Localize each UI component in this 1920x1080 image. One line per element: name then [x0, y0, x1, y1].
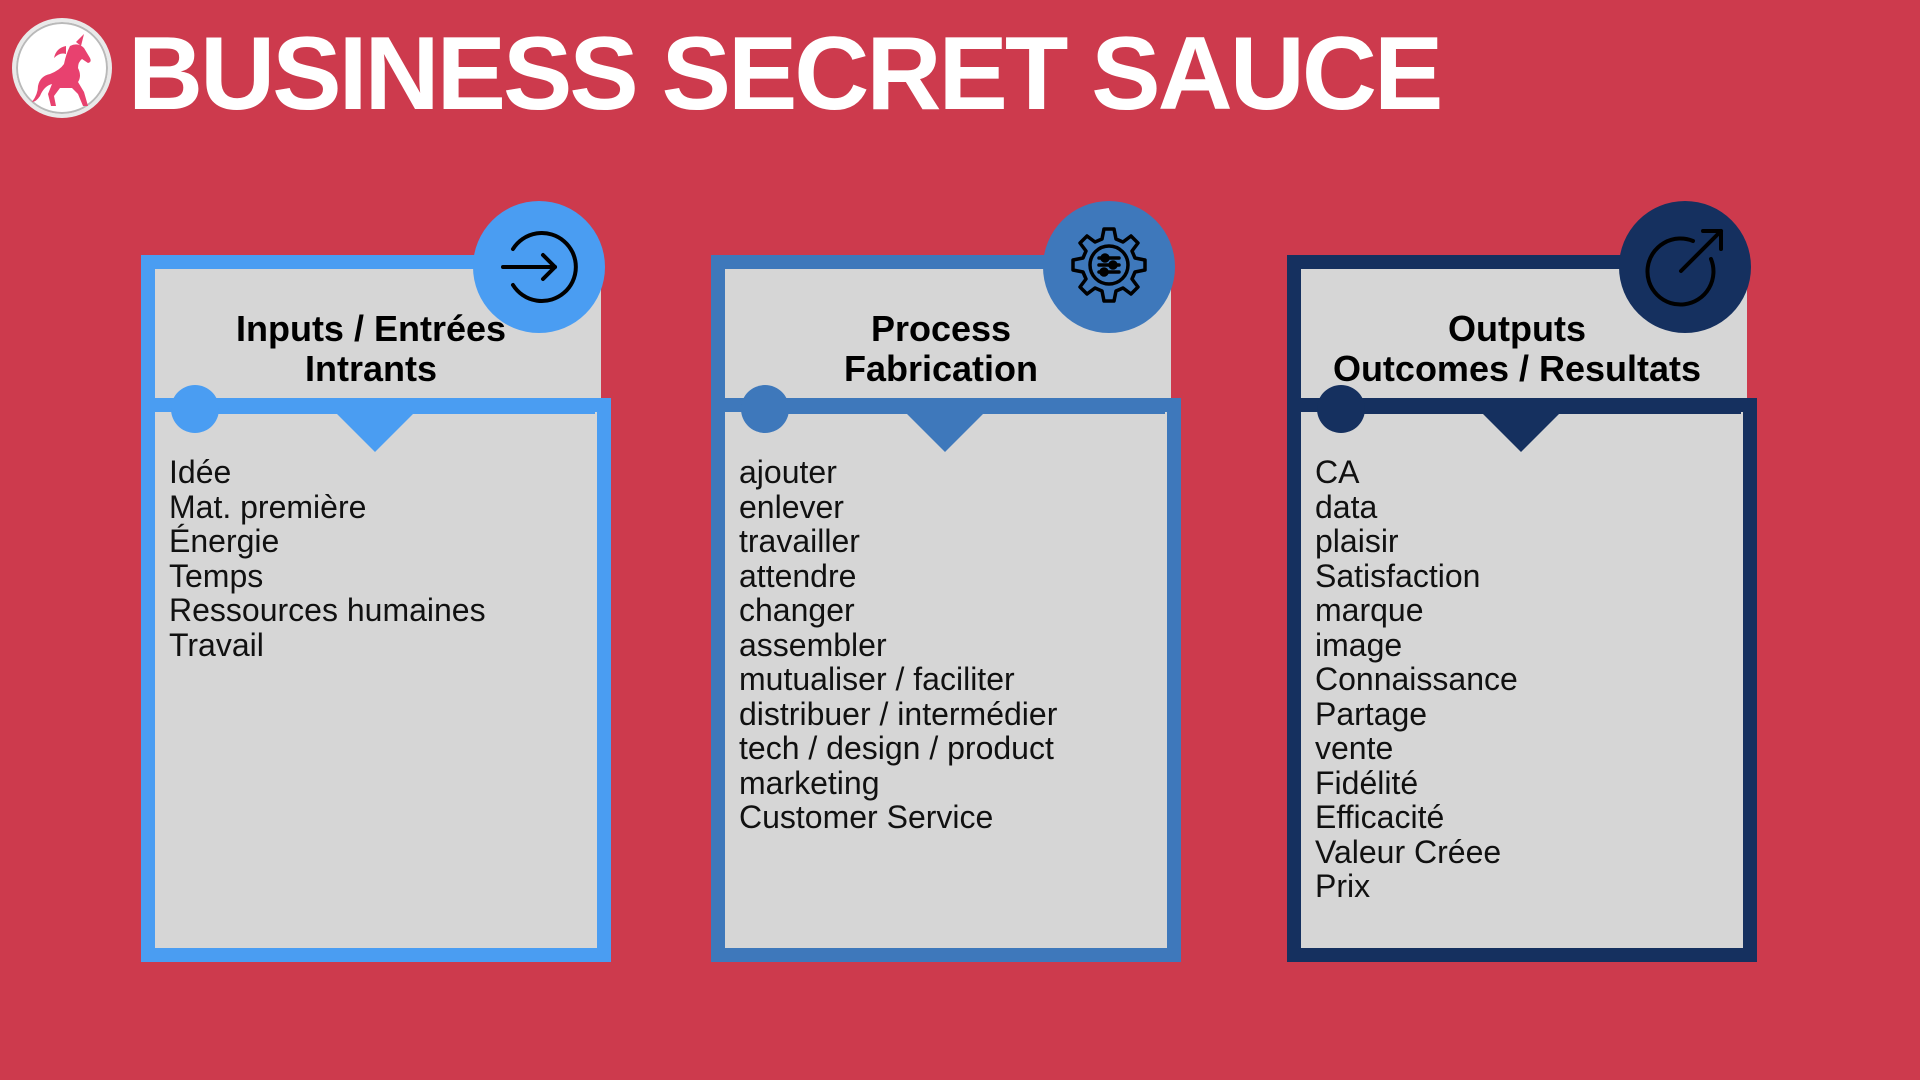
arrow-in-icon: [501, 231, 578, 303]
connector-dot: [171, 385, 219, 433]
inputs-card: Inputs / Entrées Intrants Idée Mat. prem…: [141, 201, 611, 962]
list-item: Efficacité: [1315, 799, 1445, 835]
gear-icon: [1071, 227, 1147, 303]
list-item: distribuer / intermédier: [739, 695, 1058, 732]
list-item: changer: [739, 592, 855, 628]
list-item: attendre: [739, 557, 857, 594]
logo: [12, 18, 112, 118]
list-item: plaisir: [1315, 523, 1399, 559]
icon-badge: [1619, 201, 1751, 333]
list-item: Prix: [1315, 868, 1371, 904]
list-item: Partage: [1315, 695, 1428, 732]
process-card: Process Fabrication ajouter enlever trav…: [711, 201, 1181, 962]
list-item: tech / design / product: [739, 730, 1054, 766]
list-item: Mat. première: [169, 488, 367, 525]
list-item: marketing: [739, 764, 880, 801]
connector-line: [765, 404, 1165, 414]
list-item: vente: [1315, 730, 1394, 766]
card-body-panel: [711, 398, 1181, 962]
list-item: CA: [1315, 454, 1360, 490]
connector-dot: [1317, 385, 1365, 433]
card-heading-line-2: Outcomes / Resultats: [1332, 348, 1702, 389]
card-heading-line-2: Intrants: [304, 348, 437, 389]
list-item: Énergie: [169, 523, 280, 559]
unicorn-icon: [32, 34, 91, 106]
list-item: mutualiser / faciliter: [739, 661, 1015, 697]
list-item: Connaissance: [1315, 661, 1518, 697]
connector-notch: [335, 412, 415, 452]
list-item: travailler: [739, 523, 860, 559]
process-list: ajouter enlever travailler attendre chan…: [739, 455, 1057, 835]
connector-dot: [741, 385, 789, 433]
list-item: ajouter: [739, 454, 837, 490]
list-item: Satisfaction: [1315, 557, 1481, 594]
icon-badge: [1043, 201, 1175, 333]
list-item: enlever: [739, 488, 844, 525]
card-heading-line-2: Fabrication: [843, 348, 1039, 389]
page-title: BUSINESS SECRET SAUCE: [128, 16, 1443, 132]
connector-line: [1341, 404, 1741, 414]
list-item: marque: [1315, 592, 1424, 628]
list-item: Idée: [169, 454, 232, 490]
list-item: data: [1315, 488, 1378, 525]
icon-badge: [473, 201, 605, 333]
list-item: assembler: [739, 626, 887, 663]
card-heading-line-1: Inputs / Entrées: [235, 308, 507, 349]
list-item: image: [1315, 626, 1403, 663]
outputs-card: Outputs Outcomes / Resultats CA data pla…: [1287, 201, 1757, 962]
list-item: Temps: [169, 557, 264, 594]
list-item: Ressources humaines: [169, 592, 486, 628]
list-item: Travail: [169, 626, 264, 663]
list-item: Valeur Créee: [1315, 833, 1502, 870]
list-item: Fidélité: [1315, 764, 1419, 801]
list-item: Customer Service: [739, 799, 994, 835]
card-heading: Outputs Outcomes / Resultats: [1301, 309, 1733, 389]
outputs-list: CA data plaisir Satisfaction marque imag…: [1315, 455, 1518, 904]
card-body-panel: [141, 398, 611, 962]
card-heading-line-1: Process: [870, 308, 1012, 349]
card-heading: Process Fabrication: [725, 309, 1157, 389]
arrow-out-icon: [1645, 229, 1723, 307]
connector-line: [195, 404, 595, 414]
card-heading: Inputs / Entrées Intrants: [155, 309, 587, 389]
card-heading-line-1: Outputs: [1448, 308, 1586, 349]
connector-notch: [905, 412, 985, 452]
inputs-list: Idée Mat. première Énergie Temps Ressour…: [169, 455, 486, 662]
card-body-panel: [1287, 398, 1757, 962]
connector-notch: [1481, 412, 1561, 452]
